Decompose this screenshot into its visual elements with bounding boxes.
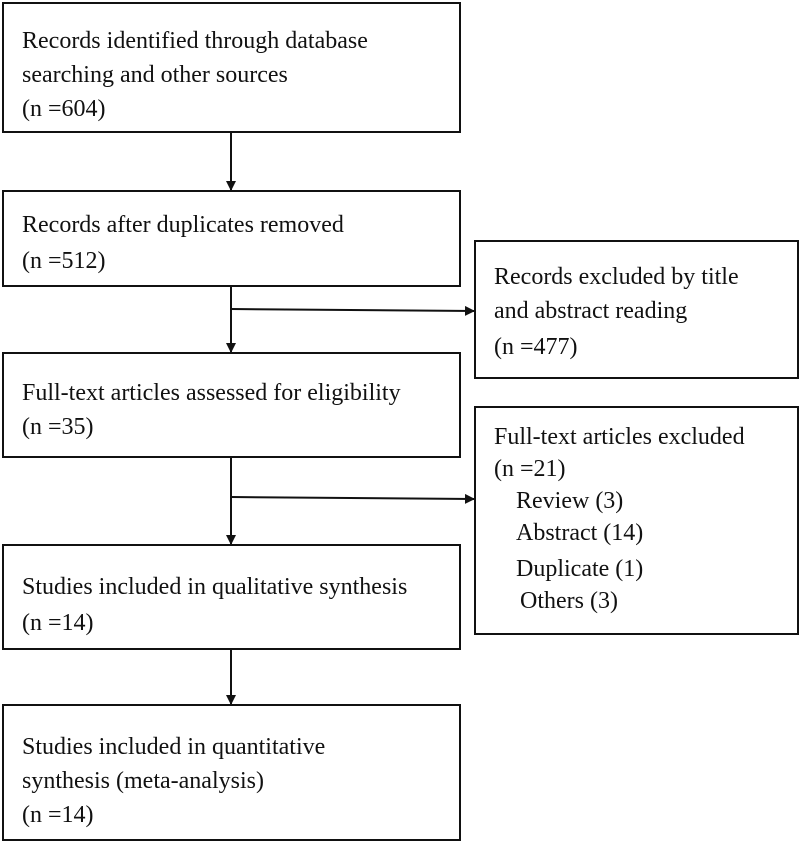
arrow-duplicates-to-excluded — [230, 305, 475, 316]
exclusion-reason-others: Others (3) — [520, 588, 618, 614]
records-identified-line-2: searching and other sources — [22, 62, 288, 88]
excluded-title-line-1: Records excluded by title — [494, 264, 739, 290]
exclusion-reason-duplicate: Duplicate (1) — [516, 556, 644, 582]
full-text-excluded-count: (n =21) — [494, 456, 566, 482]
records-identified-count: (n =604) — [22, 96, 106, 122]
qualitative-line-1: Studies included in qualitative synthesi… — [22, 574, 408, 600]
qualitative-count: (n =14) — [22, 610, 94, 636]
arrow-fulltext-to-excluded — [230, 493, 475, 504]
excluded-title-count: (n =477) — [494, 334, 578, 360]
full-text-assessed-line-1: Full-text articles assessed for eligibil… — [22, 380, 401, 406]
exclusion-reason-abstract: Abstract (14) — [516, 520, 644, 546]
box-records-identified: Records identified through database sear… — [2, 2, 461, 133]
exclusion-reason-review: Review (3) — [516, 488, 624, 514]
box-qualitative-synthesis: Studies included in qualitative synthesi… — [2, 544, 461, 650]
full-text-assessed-count: (n =35) — [22, 414, 94, 440]
box-after-duplicates: Records after duplicates removed (n =512… — [2, 190, 461, 287]
full-text-excluded-line-1: Full-text articles excluded — [494, 424, 745, 450]
quantitative-line-1: Studies included in quantitative — [22, 734, 326, 760]
box-full-text-excluded: Full-text articles excluded (n =21) Revi… — [474, 406, 799, 635]
records-identified-line-1: Records identified through database — [22, 28, 368, 54]
quantitative-line-2: synthesis (meta-analysis) — [22, 768, 264, 794]
after-duplicates-line-1: Records after duplicates removed — [22, 212, 344, 238]
after-duplicates-count: (n =512) — [22, 248, 106, 274]
box-full-text-assessed: Full-text articles assessed for eligibil… — [2, 352, 461, 458]
quantitative-count: (n =14) — [22, 802, 94, 828]
box-quantitative-synthesis: Studies included in quantitative synthes… — [2, 704, 461, 841]
excluded-title-line-2: and abstract reading — [494, 298, 688, 324]
box-excluded-title-abstract: Records excluded by title and abstract r… — [474, 240, 799, 379]
